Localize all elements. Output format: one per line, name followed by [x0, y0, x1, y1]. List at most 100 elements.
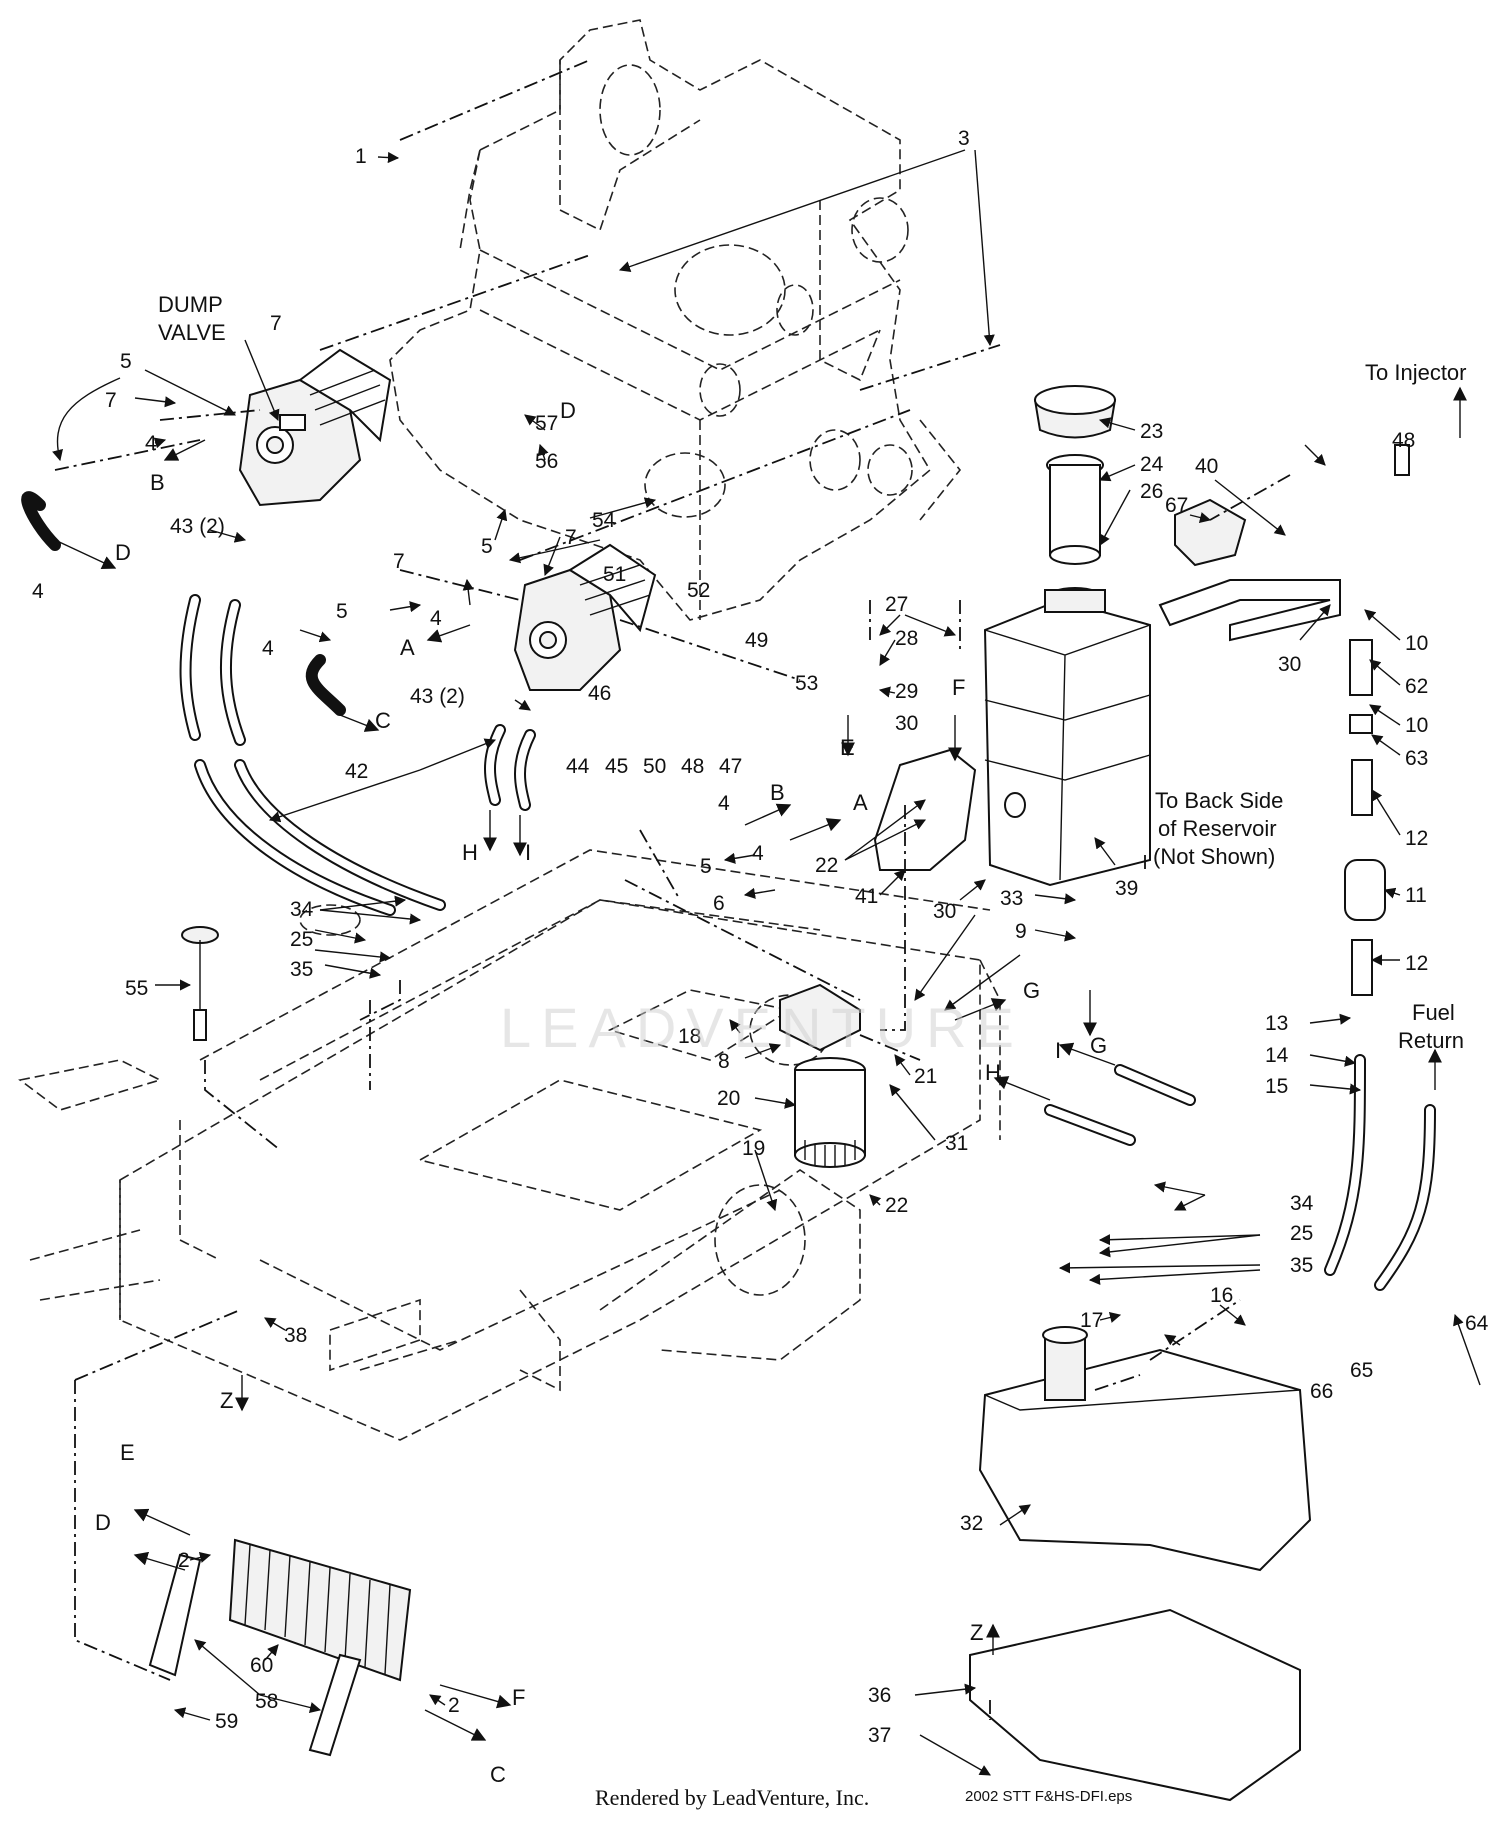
- callout-c26: 26: [1140, 480, 1163, 503]
- callout-c47: 47: [719, 755, 742, 778]
- callout-c14: 14: [1265, 1044, 1289, 1067]
- callout-cZa: Z: [220, 1388, 233, 1413]
- callout-c20: 20: [717, 1087, 740, 1110]
- callout-c4f: 4: [752, 842, 764, 865]
- oil-filter-20: [794, 1057, 866, 1168]
- callout-c11: 11: [1405, 884, 1427, 907]
- reservoir-cap-23: [1033, 385, 1117, 439]
- callout-cAa: A: [400, 635, 415, 660]
- hydraulic-pump-54: [238, 348, 392, 507]
- callout-cEa: E: [840, 735, 855, 760]
- callout-c5d: 5: [700, 855, 712, 878]
- connection-lines: [54, 59, 1291, 1720]
- callout-c5c: 5: [336, 600, 348, 623]
- flow-arrows: [54, 386, 1467, 1741]
- dump-valve-label-1: DUMP: [158, 292, 223, 317]
- callout-c66: 66: [1310, 1380, 1333, 1403]
- callout-cZb: Z: [970, 1620, 983, 1645]
- callout-c43a: 43 (2): [170, 515, 225, 538]
- callout-c54: 54: [592, 509, 616, 532]
- fuel-return-label-2: Return: [1398, 1028, 1464, 1053]
- to-injector-label: To Injector: [1365, 360, 1467, 385]
- callout-c29: 29: [895, 680, 918, 703]
- callout-cI1: I: [525, 840, 531, 865]
- callout-c27: 27: [885, 593, 908, 616]
- callout-cBb: B: [770, 780, 785, 805]
- callout-c65: 65: [1350, 1359, 1373, 1382]
- oil-cooler-60: [228, 1538, 412, 1682]
- text-labels: DUMP VALVE To Injector To Back Side of R…: [158, 292, 1467, 1053]
- leader-lines: [52, 149, 1481, 1776]
- callout-c25b: 25: [1290, 1222, 1313, 1245]
- filter-head-8: [779, 983, 861, 1052]
- callout-c33: 33: [1000, 887, 1023, 910]
- callout-c67: 67: [1165, 494, 1188, 517]
- bracket-40: [1158, 579, 1341, 642]
- callout-c22b: 22: [885, 1194, 908, 1217]
- back-side-label-2: of Reservoir: [1158, 816, 1277, 841]
- hose-4-left: [21, 491, 61, 551]
- callout-c12a: 12: [1405, 827, 1428, 850]
- callout-c43b: 43 (2): [410, 685, 465, 708]
- callout-c45: 45: [605, 755, 628, 778]
- callout-c17: 17: [1080, 1309, 1103, 1332]
- callout-c39: 39: [1115, 877, 1138, 900]
- callout-c55: 55: [125, 977, 148, 1000]
- callout-c19: 19: [742, 1137, 765, 1160]
- callout-c7d: 7: [565, 526, 577, 549]
- callout-c57: 57: [535, 412, 558, 435]
- callout-c63: 63: [1405, 747, 1428, 770]
- callout-c35a: 35: [290, 958, 313, 981]
- callout-c64: 64: [1465, 1312, 1489, 1335]
- callout-c30b: 30: [1278, 653, 1301, 676]
- bracket-58b: [308, 1653, 362, 1757]
- callout-c9: 9: [1015, 920, 1027, 943]
- back-side-label-3: (Not Shown): [1153, 844, 1275, 869]
- back-side-label-1: To Back Side: [1155, 788, 1283, 813]
- callout-c36: 36: [868, 1684, 891, 1707]
- watermark: LEADVENTURE: [500, 996, 1024, 1059]
- hydraulic-reservoir-26: [983, 587, 1151, 887]
- callout-c4b: 4: [32, 580, 44, 603]
- bracket-41: [873, 748, 977, 871]
- callout-c42: 42: [345, 760, 368, 783]
- callout-cDa: D: [115, 540, 131, 565]
- callout-c56: 56: [535, 450, 558, 473]
- callout-cDc: D: [95, 1510, 111, 1535]
- tank-support-36: [969, 1608, 1301, 1802]
- callout-cFa: F: [952, 675, 965, 700]
- callout-c50: 50: [643, 755, 666, 778]
- hydraulic-hoses-42: [179, 594, 1196, 1146]
- fuel-line-components: [1349, 639, 1373, 996]
- callout-c4e: 4: [718, 792, 730, 815]
- callout-c35b: 35: [1290, 1254, 1313, 1277]
- callout-c34b: 34: [1290, 1192, 1314, 1215]
- callout-cFb: F: [512, 1685, 525, 1710]
- callout-c30c: 30: [933, 900, 956, 923]
- callout-cGa: G: [1023, 978, 1040, 1003]
- callout-c16: 16: [1210, 1284, 1233, 1307]
- fuel-tank-32: [978, 1326, 1312, 1572]
- callout-c2a: 2: [178, 1549, 190, 1572]
- callout-c37: 37: [868, 1724, 891, 1747]
- callout-c10a: 10: [1405, 632, 1428, 655]
- callout-c5b: 5: [481, 535, 493, 558]
- callout-c6: 6: [713, 892, 725, 915]
- callout-c10b: 10: [1405, 714, 1428, 737]
- callout-c62: 62: [1405, 675, 1428, 698]
- strainer-24: [1046, 454, 1104, 565]
- callout-c23: 23: [1140, 420, 1163, 443]
- fuel-return-label-1: Fuel: [1412, 1000, 1455, 1025]
- callout-cDb: D: [560, 398, 576, 423]
- callout-c15: 15: [1265, 1075, 1288, 1098]
- callout-c41: 41: [855, 885, 878, 908]
- callout-c46: 46: [588, 682, 611, 705]
- callout-c38: 38: [284, 1324, 307, 1347]
- source-filename: 2002 STT F&HS-DFI.eps: [965, 1788, 1133, 1805]
- callout-c49: 49: [745, 629, 768, 652]
- callout-c5a: 5: [120, 350, 132, 373]
- callout-c31: 31: [945, 1132, 968, 1155]
- callout-c2b: 2: [448, 1694, 460, 1717]
- callout-c1: 1: [355, 145, 367, 168]
- callout-c24: 24: [1140, 453, 1164, 476]
